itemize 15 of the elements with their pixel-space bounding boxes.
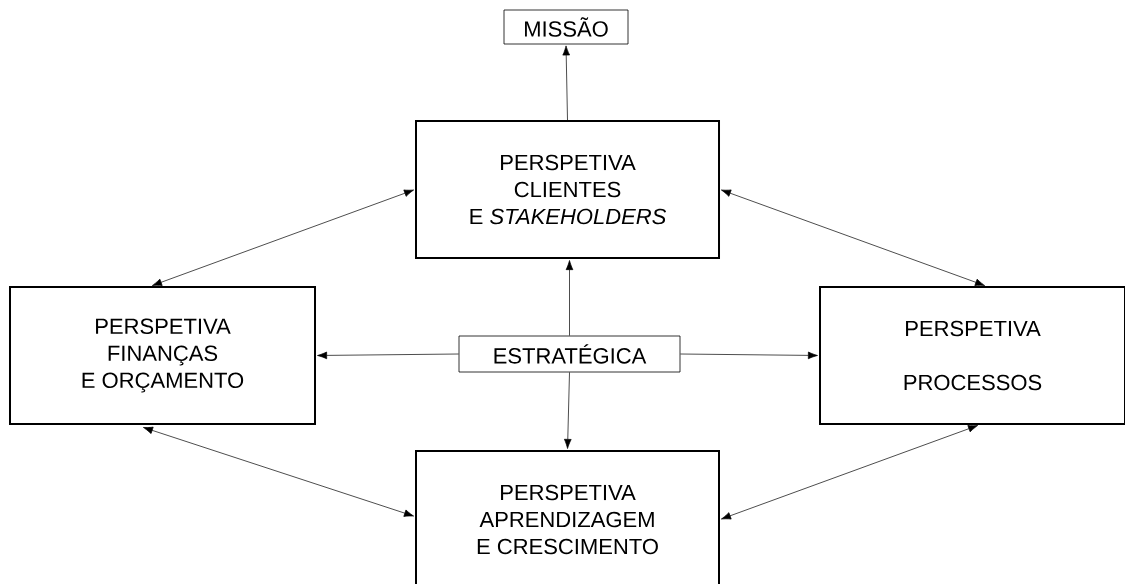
strategy-box: ESTRATÉGICA	[458, 335, 681, 373]
arrow	[721, 189, 985, 286]
perspective-box: PERSPETIVA APRENDIZAGEM E CRESCIMENTO	[415, 450, 720, 584]
arrow	[152, 189, 414, 286]
perspective-box: PERSPETIVA FINANÇAS E ORÇAMENTO	[9, 286, 316, 425]
arrow	[680, 351, 818, 360]
perspective-box: PERSPETIVA PROCESSOS	[819, 286, 1125, 425]
arrow	[565, 260, 574, 336]
arrow	[564, 372, 572, 449]
arrow	[317, 351, 459, 360]
perspective-box: PERSPETIVA CLIENTES E STAKEHOLDERS	[415, 120, 720, 259]
mission-box: MISSÃO	[503, 9, 629, 45]
arrow	[562, 45, 570, 121]
arrow	[143, 426, 414, 517]
arrow	[721, 425, 978, 520]
